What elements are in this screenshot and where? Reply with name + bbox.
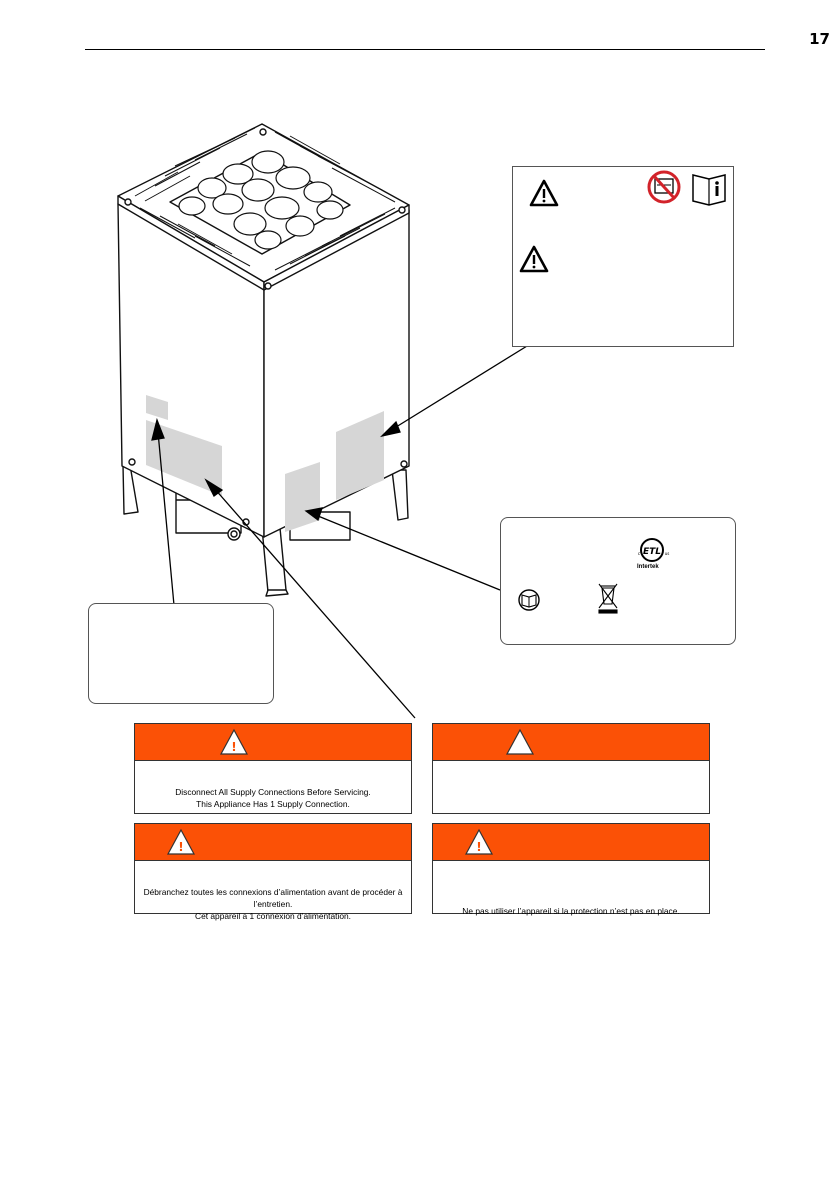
heater-legs (122, 464, 409, 597)
label-area-rating-small (146, 395, 168, 420)
svg-text:ETL: ETL (643, 547, 661, 557)
sign-body: Débranchez toutes les connexions d’alime… (135, 861, 411, 922)
warning-triangle-icon (529, 179, 559, 207)
warning-triangle-icon (519, 245, 549, 273)
warning-triangle-icon (505, 728, 535, 755)
sign-line: Débranchez toutes les connexions d’alime… (143, 887, 403, 897)
danger-sign-french: ! Débranchez toutes les connexions d’ali… (134, 823, 412, 921)
danger-header-bar: ! (433, 824, 709, 861)
warning-triangle-icon: ! (219, 728, 249, 755)
weee-bin-icon (598, 583, 618, 614)
svg-text:!: ! (231, 740, 236, 754)
sign-body: Disconnect All Supply Connections Before… (135, 761, 411, 810)
warning-triangle-icon: ! (464, 828, 494, 855)
sauna-stones (178, 150, 344, 250)
sign-body: Ne pas utiliser l’appareil si la protect… (433, 861, 709, 917)
top-grille (134, 127, 396, 271)
label-area-danger (146, 420, 222, 496)
sign-line: This Appliance Has 1 Supply Connection. (196, 799, 350, 809)
rating-label (88, 603, 274, 704)
svg-text:us: us (665, 551, 670, 556)
svg-text:!: ! (476, 840, 481, 854)
label-area-certification (285, 462, 320, 532)
sign-line: Cet appareil a 1 connexion d’alimentatio… (195, 911, 351, 921)
sign-line: Ne pas utiliser l’appareil si la protect… (462, 906, 680, 916)
danger-header-bar (433, 724, 709, 761)
svg-text:!: ! (178, 840, 183, 854)
danger-sign-english-2 (432, 723, 710, 814)
etl-mark-icon: ETL c us (638, 538, 670, 562)
warning-label (512, 166, 734, 347)
danger-sign-french-2: ! Ne pas utiliser l’appareil si la prote… (432, 823, 710, 917)
danger-sign-english: ! Disconnect All Supply Connections Befo… (134, 723, 412, 814)
danger-header-bar: ! (135, 824, 411, 861)
sauna-heater (117, 123, 410, 597)
svg-text:c: c (638, 551, 640, 556)
header-rule (85, 49, 765, 50)
intertek-mark-text: Intertek (637, 564, 659, 570)
no-cover-symbol-icon (647, 170, 681, 204)
warning-triangle-icon: ! (166, 828, 196, 855)
certification-label: ETL c us (500, 517, 736, 645)
read-manual-icon (692, 174, 726, 206)
danger-header-bar: ! (135, 724, 411, 761)
label-area-warning (336, 411, 384, 500)
sign-line: Disconnect All Supply Connections Before… (175, 787, 371, 797)
page-number: 17 (809, 30, 830, 48)
sign-line: l’entretien. (253, 899, 293, 909)
read-manual-icon (518, 589, 540, 611)
leader-lines (151, 337, 541, 719)
